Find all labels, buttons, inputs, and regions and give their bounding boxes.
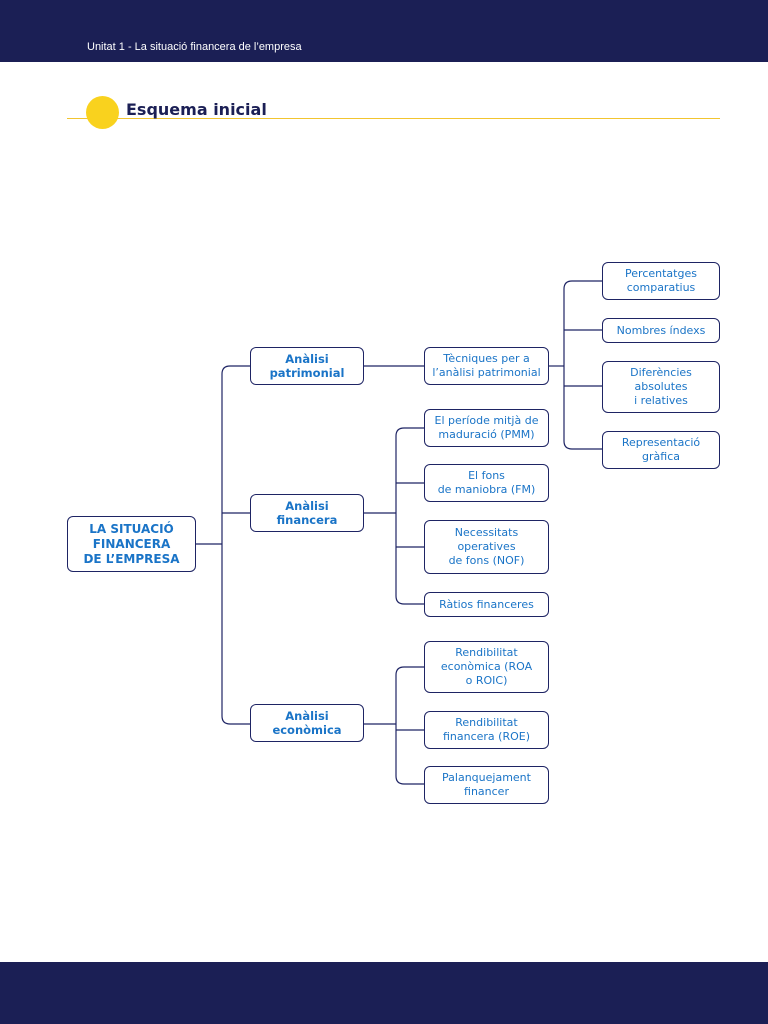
connector-financera-trunk <box>395 427 405 605</box>
economica-line-1: Anàlisi <box>285 709 329 723</box>
node-nombres-index: Nombres índexs <box>602 318 720 343</box>
node-periode-mitja-maduracio: El període mitjà de maduració (PMM) <box>424 409 549 447</box>
root-line-3: DE L’EMPRESA <box>83 551 180 566</box>
fin-item-1-line-1: El període mitjà de <box>434 414 539 427</box>
pat-item-1-line-1: Percentatges <box>625 267 697 280</box>
root-node: LA SITUACIÓ FINANCERA DE L’EMPRESA <box>67 516 196 572</box>
section-bullet-dot <box>86 96 119 129</box>
patrimonial-line-2: patrimonial <box>269 366 345 380</box>
node-ratios-financeres: Ràtios financeres <box>424 592 549 617</box>
node-diferencies-absolutes-relatives: Diferències absolutes i relatives <box>602 361 720 413</box>
root-line-1: LA SITUACIÓ <box>89 521 174 536</box>
node-analisi-patrimonial: Anàlisi patrimonial <box>250 347 364 385</box>
section-title: Esquema inicial <box>126 100 267 119</box>
connector-root-trunk <box>221 365 231 725</box>
node-necessitats-operatives-fons: Necessitats operatives de fons (NOF) <box>424 520 549 574</box>
pat-item-4-line-1: Representació <box>621 436 701 449</box>
eco-item-1-line-3: o ROIC) <box>465 674 508 687</box>
pat-item-3-line-1: Diferències <box>630 366 692 379</box>
fin-item-3-line-2: operatives <box>457 540 516 553</box>
node-palanquejament-financer: Palanquejament financer <box>424 766 549 804</box>
financera-line-2: financera <box>276 513 338 527</box>
section-underline <box>67 118 720 119</box>
eco-item-3-line-2: financer <box>464 785 509 798</box>
node-percentatges-comparatius: Percentatges comparatius <box>602 262 720 300</box>
pat-item-3-line-2: absolutes <box>634 380 688 393</box>
pat-item-3-line-3: i relatives <box>634 394 688 407</box>
eco-item-2-line-1: Rendibilitat <box>455 716 518 729</box>
eco-item-3-line-1: Palanquejament <box>442 771 531 784</box>
eco-item-1-line-2: econòmica (ROA <box>440 660 533 673</box>
tecniques-line-2: l’anàlisi patrimonial <box>432 366 541 379</box>
node-rendibilitat-financera: Rendibilitat financera (ROE) <box>424 711 549 749</box>
pat-item-4-line-2: gràfica <box>642 450 680 463</box>
unit-title: Unitat 1 - La situació financera de l’em… <box>87 41 302 53</box>
pat-item-2-line-1: Nombres índexs <box>616 323 706 337</box>
fin-item-2-line-2: de maniobra (FM) <box>437 483 536 496</box>
patrimonial-line-1: Anàlisi <box>285 352 329 366</box>
fin-item-2-line-1: El fons <box>468 469 505 482</box>
financera-line-1: Anàlisi <box>285 499 329 513</box>
header-band: Unitat 1 - La situació financera de l’em… <box>0 0 768 62</box>
node-representacio-grafica: Representació gràfica <box>602 431 720 469</box>
tecniques-line-1: Tècniques per a <box>443 352 530 365</box>
fin-item-1-line-2: maduració (PMM) <box>438 428 535 441</box>
node-rendibilitat-economica: Rendibilitat econòmica (ROA o ROIC) <box>424 641 549 693</box>
connector-economica-trunk <box>395 666 405 785</box>
connector-techniques-trunk <box>563 280 573 450</box>
fin-item-3-line-3: de fons (NOF) <box>448 554 525 567</box>
fin-item-3-line-1: Necessitats <box>454 526 519 539</box>
economica-line-2: econòmica <box>272 723 342 737</box>
node-analisi-financera: Anàlisi financera <box>250 494 364 532</box>
root-line-2: FINANCERA <box>92 536 171 551</box>
node-fons-maniobra: El fons de maniobra (FM) <box>424 464 549 502</box>
node-tecniques-analisi-patrimonial: Tècniques per a l’anàlisi patrimonial <box>424 347 549 385</box>
pat-item-1-line-2: comparatius <box>626 281 696 294</box>
eco-item-2-line-2: financera (ROE) <box>442 730 531 743</box>
node-analisi-economica: Anàlisi econòmica <box>250 704 364 742</box>
footer-band <box>0 962 768 1024</box>
fin-item-4-line-1: Ràtios financeres <box>439 597 534 611</box>
eco-item-1-line-1: Rendibilitat <box>455 646 518 659</box>
